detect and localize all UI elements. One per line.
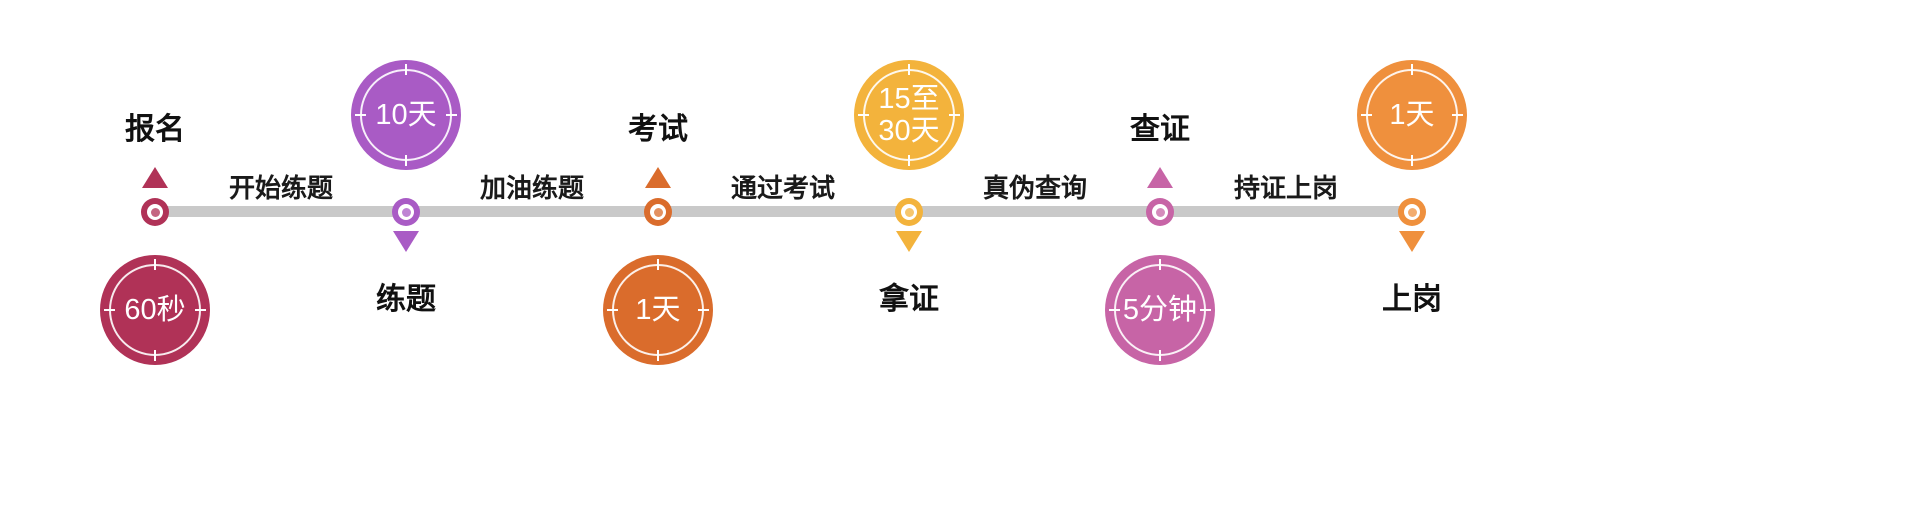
dot-ring [147, 204, 163, 220]
clock-tick-icon [446, 114, 457, 116]
timeline-dot [895, 198, 923, 226]
node-label: 报名 [125, 113, 185, 146]
clock-tick-icon [858, 114, 869, 116]
duration-badge: 5分钟 [1105, 255, 1215, 365]
timeline-track [147, 206, 1420, 217]
node-label: 查证 [1130, 113, 1190, 146]
node-label: 拿证 [879, 283, 939, 316]
clock-tick-icon [908, 155, 910, 166]
dot-ring [650, 204, 666, 220]
clock-tick-icon [607, 309, 618, 311]
dot-core [1407, 207, 1417, 217]
clock-tick-icon [104, 309, 115, 311]
clock-tick-icon [1109, 309, 1120, 311]
duration-text: 10天 [375, 98, 437, 131]
dot-ring [1152, 204, 1168, 220]
timeline-dot [392, 198, 420, 226]
arrow-up-icon [645, 167, 671, 188]
dot-core [150, 207, 160, 217]
clock-tick-icon [1159, 350, 1161, 361]
clock-tick-icon [657, 259, 659, 270]
arrow-up-icon [1147, 167, 1173, 188]
clock-tick-icon [405, 155, 407, 166]
segment-label-keep-practice: 加油练题 [479, 173, 585, 203]
dot-ring [1404, 204, 1420, 220]
clock-tick-icon [949, 114, 960, 116]
segment-label-verify-check: 真伪查询 [982, 173, 1088, 203]
clock-tick-icon [1361, 114, 1372, 116]
segment-label-pass-exam: 通过考试 [730, 173, 836, 203]
timeline-dot [1398, 198, 1426, 226]
duration-badge: 15至 30天 [854, 60, 964, 170]
duration-text: 5分钟 [1122, 293, 1198, 326]
duration-badge: 1天 [603, 255, 713, 365]
clock-tick-icon [657, 350, 659, 361]
timeline-dot [1146, 198, 1174, 226]
duration-text: 15至 30天 [878, 82, 940, 147]
node-label: 上岗 [1382, 283, 1442, 316]
clock-tick-icon [1452, 114, 1463, 116]
arrow-down-icon [393, 231, 419, 252]
segment-label-work-certified: 持证上岗 [1233, 173, 1339, 203]
dot-core [401, 207, 411, 217]
clock-tick-icon [195, 309, 206, 311]
clock-tick-icon [1159, 259, 1161, 270]
timeline-dot [141, 198, 169, 226]
node-label: 考试 [628, 113, 688, 146]
dot-ring [901, 204, 917, 220]
clock-tick-icon [355, 114, 366, 116]
duration-badge: 60秒 [100, 255, 210, 365]
clock-tick-icon [1411, 64, 1413, 75]
duration-text: 1天 [635, 293, 681, 326]
dot-ring [398, 204, 414, 220]
node-label: 练题 [376, 283, 436, 316]
arrow-down-icon [1399, 231, 1425, 252]
duration-badge: 1天 [1357, 60, 1467, 170]
clock-tick-icon [154, 259, 156, 270]
duration-badge: 10天 [351, 60, 461, 170]
duration-text: 60秒 [124, 293, 186, 326]
duration-text: 1天 [1389, 98, 1435, 131]
clock-tick-icon [1411, 155, 1413, 166]
segment-label-start-practice: 开始练题 [228, 173, 334, 203]
dot-core [1155, 207, 1165, 217]
arrow-up-icon [142, 167, 168, 188]
arrow-down-icon [896, 231, 922, 252]
timeline-dot [644, 198, 672, 226]
dot-core [653, 207, 663, 217]
clock-tick-icon [908, 64, 910, 75]
clock-tick-icon [154, 350, 156, 361]
clock-tick-icon [698, 309, 709, 311]
clock-tick-icon [405, 64, 407, 75]
clock-tick-icon [1200, 309, 1211, 311]
dot-core [904, 207, 914, 217]
